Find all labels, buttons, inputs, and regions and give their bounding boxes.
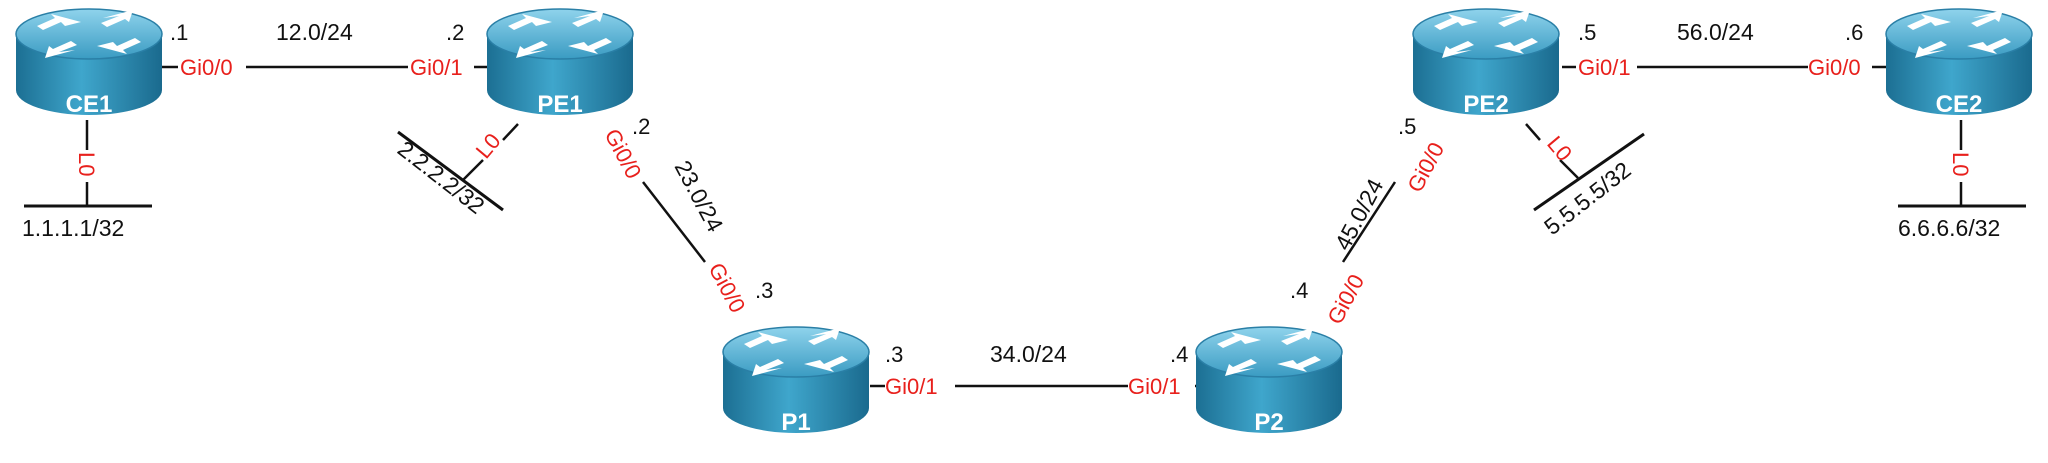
host-p1-23: .3 bbox=[755, 278, 773, 303]
iface-p2-gi00: Gi0/0 bbox=[1322, 270, 1369, 328]
host-ce1: .1 bbox=[170, 20, 188, 45]
iface-p1-gi01: Gi0/1 bbox=[885, 374, 938, 399]
iface-pe2-gi01: Gi0/1 bbox=[1578, 55, 1631, 80]
router-label-ce2: CE2 bbox=[1936, 91, 1983, 118]
iface-ce2-gi00: Gi0/0 bbox=[1808, 55, 1861, 80]
router-p2[interactable]: P2 bbox=[1195, 326, 1343, 436]
host-p2-45: .4 bbox=[1290, 278, 1308, 303]
host-pe1-12: .2 bbox=[446, 20, 464, 45]
router-label-p1: P1 bbox=[781, 409, 810, 436]
loopback-line-pe1-b bbox=[462, 159, 484, 181]
iface-ce1-gi00: Gi0/0 bbox=[180, 55, 233, 80]
subnet-34: 34.0/24 bbox=[990, 341, 1067, 367]
subnet-23: 23.0/24 bbox=[670, 156, 729, 236]
iface-p1-gi00: Gi0/0 bbox=[704, 259, 751, 317]
loopback-iface-ce2: L0 bbox=[1948, 152, 1973, 176]
loopback-iface-ce1: L0 bbox=[74, 152, 99, 176]
router-label-p2: P2 bbox=[1254, 409, 1283, 436]
host-ce2: .6 bbox=[1845, 20, 1863, 45]
host-pe1-23: .2 bbox=[632, 114, 650, 139]
loopback-bar-pe1 bbox=[397, 130, 504, 212]
loopback-line-pe2 bbox=[1525, 123, 1541, 141]
host-pe2-56: .5 bbox=[1578, 20, 1596, 45]
loopback-prefix-ce2: 6.6.6.6/32 bbox=[1898, 215, 2000, 241]
router-label-pe1: PE1 bbox=[537, 91, 582, 118]
loopback-iface-pe2: L0 bbox=[1542, 131, 1577, 166]
loopback-prefix-ce1: 1.1.1.1/32 bbox=[22, 215, 124, 241]
host-pe2-45: .5 bbox=[1398, 114, 1416, 139]
loopback-iface-pe1: L0 bbox=[471, 128, 506, 163]
iface-pe2-gi00: Gi0/0 bbox=[1402, 138, 1449, 196]
loopback-line-pe2-b bbox=[1559, 159, 1579, 179]
router-ce2[interactable]: CE2 bbox=[1885, 8, 2033, 118]
link-p2-pe2 bbox=[1341, 181, 1397, 263]
router-ce1[interactable]: CE1 bbox=[15, 8, 163, 118]
iface-p2-gi01: Gi0/1 bbox=[1128, 374, 1181, 399]
router-pe2[interactable]: PE2 bbox=[1412, 8, 1560, 118]
router-label-ce1: CE1 bbox=[66, 91, 113, 118]
iface-pe1-gi01: Gi0/1 bbox=[410, 55, 463, 80]
subnet-56: 56.0/24 bbox=[1677, 19, 1754, 45]
link-pe1-p1 bbox=[642, 181, 706, 263]
loopback-line-pe1 bbox=[502, 123, 519, 141]
subnet-45: 45.0/24 bbox=[1329, 174, 1388, 254]
router-p1[interactable]: P1 bbox=[722, 326, 870, 436]
subnet-12: 12.0/24 bbox=[276, 19, 353, 45]
loopback-bar-pe2 bbox=[1533, 132, 1645, 212]
host-p1-34: .3 bbox=[885, 342, 903, 367]
router-pe1[interactable]: PE1 bbox=[486, 8, 634, 118]
host-p2-34: .4 bbox=[1170, 342, 1188, 367]
router-label-pe2: PE2 bbox=[1463, 91, 1508, 118]
